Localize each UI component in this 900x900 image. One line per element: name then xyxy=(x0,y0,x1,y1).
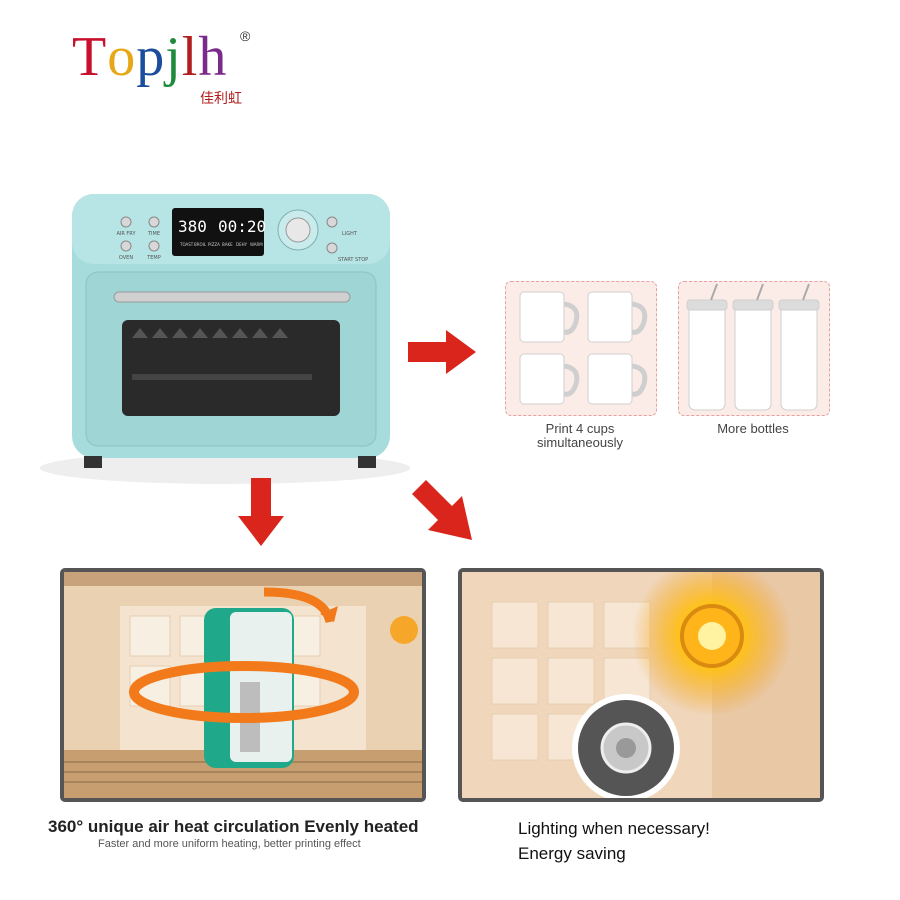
mode-label: TOAST xyxy=(179,242,194,247)
cups-panel xyxy=(505,281,657,416)
bottles-caption: More bottles xyxy=(717,421,789,436)
display-temp: 380 xyxy=(178,217,207,236)
heat-circulation-subtitle: Faster and more uniform heating, better … xyxy=(98,838,361,850)
mode-label: DEHY xyxy=(236,242,248,247)
logo-chinese-text: 佳利虹 xyxy=(200,91,242,107)
air-fryer-oven-image: AIR FRY TIME OVEN TEMP 380 00:20 TOAST B… xyxy=(40,194,410,484)
cups-caption-line1: Print 4 cups xyxy=(545,421,615,436)
logo-letter: T xyxy=(72,26,108,88)
logo-letter: h xyxy=(198,26,228,88)
btn-label: TIME xyxy=(147,231,160,237)
btn-label: OVEN xyxy=(119,255,133,261)
logo-letter: p xyxy=(136,26,166,88)
logo-letter: l xyxy=(181,26,199,88)
heat-circulation-photo xyxy=(60,568,426,802)
registered-mark: ® xyxy=(240,28,251,44)
logo-letter: j xyxy=(165,26,182,88)
bottles-panel xyxy=(678,281,830,416)
tumblers-image xyxy=(686,283,820,411)
mode-label: WARM xyxy=(250,242,263,247)
cups-caption-line2: simultaneously xyxy=(537,435,623,450)
btn-label: LIGHT xyxy=(342,231,358,237)
mugs-image xyxy=(519,291,648,405)
arrow-down-icon xyxy=(238,478,284,546)
lighting-line1: Lighting when necessary! xyxy=(518,819,710,838)
heat-circulation-title: 360° unique air heat circulation Evenly … xyxy=(48,817,419,836)
mode-label: BROIL xyxy=(194,242,207,247)
cups-caption: Print 4 cups simultaneously xyxy=(505,422,655,450)
brand-logo: Topjlh ® 佳利虹 xyxy=(72,22,262,112)
arrow-diagonal-icon xyxy=(412,480,472,540)
display-time: 00:20 xyxy=(218,217,266,236)
logo-letter: o xyxy=(107,26,137,88)
mode-label: PIZZA xyxy=(208,242,220,247)
oven-light-photo xyxy=(458,568,824,802)
btn-label: START STOP xyxy=(338,257,368,263)
btn-label: AIR FRY xyxy=(116,231,136,237)
lighting-caption: Lighting when necessary! Energy saving xyxy=(518,816,710,866)
lighting-line2: Energy saving xyxy=(518,844,626,863)
arrow-right-icon xyxy=(408,330,476,374)
btn-label: TEMP xyxy=(146,255,161,261)
mode-label: BAKE xyxy=(222,242,233,247)
logo-wordmark: Topjlh xyxy=(72,22,227,92)
